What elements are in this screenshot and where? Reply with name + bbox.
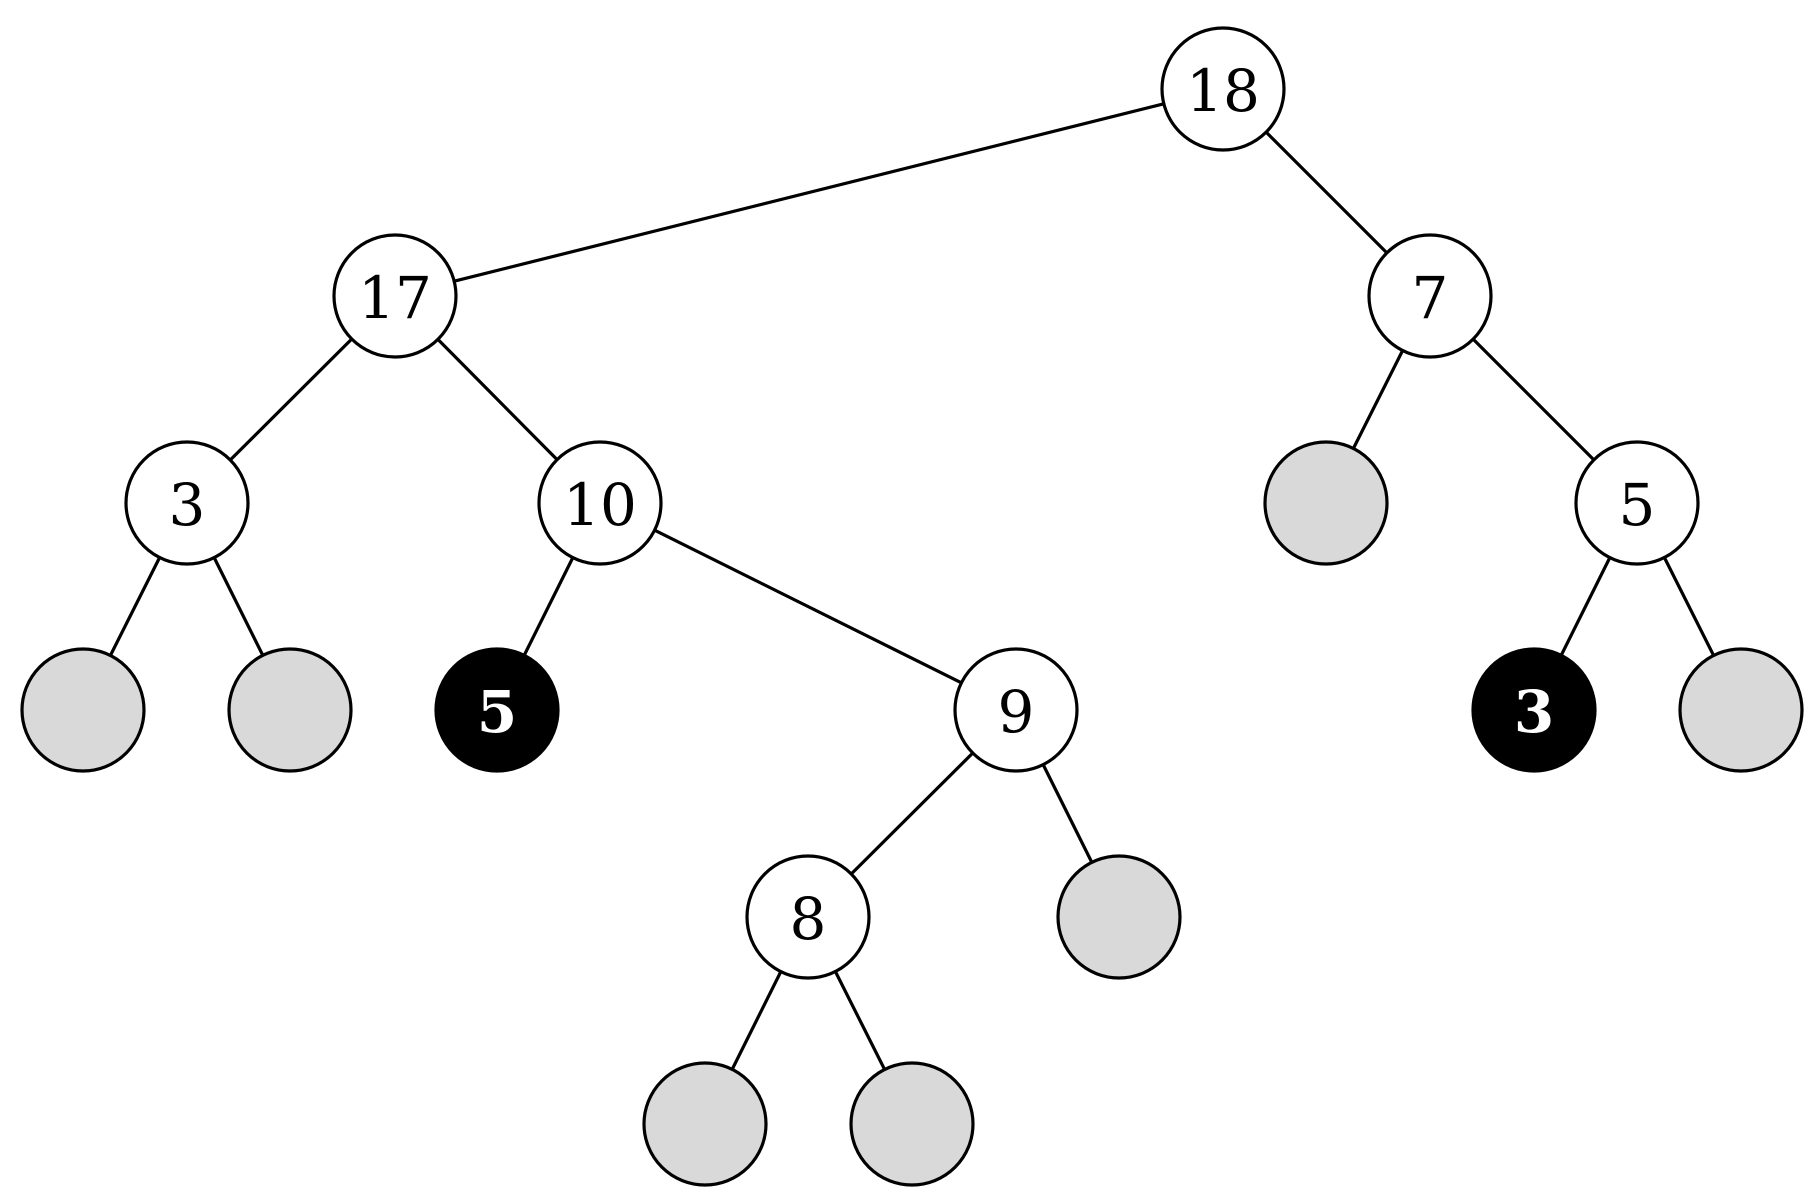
tree-node-n3-left-leaf (20, 647, 146, 773)
tree-node-n8-right-leaf (849, 1061, 975, 1187)
edge-n18-to-n7 (1264, 130, 1389, 255)
edge-n10-to-n5-highlight (522, 556, 575, 657)
tree-nodes: 18 17 7 3 10 5 5 9 3 8 (20, 26, 1804, 1187)
edge-n10-to-n9 (653, 528, 963, 685)
leaf-node-circle (1263, 440, 1389, 566)
edge-n17-to-n3 (228, 337, 354, 462)
tree-node-n9-right-leaf (1056, 854, 1182, 980)
edge-n5-right-to-n3-highlight (1559, 556, 1612, 657)
edge-n5-right-to-n5-right-leaf (1662, 555, 1716, 658)
leaf-node-circle (227, 647, 353, 773)
highlighted-node-circle (1471, 647, 1597, 773)
leaf-node-circle (1678, 647, 1804, 773)
edge-n7-to-n7-left-leaf (1351, 348, 1405, 451)
tree-node-n3: 3 (124, 440, 250, 566)
node-circle (332, 233, 458, 359)
edge-n8-to-n8-right-leaf (833, 969, 887, 1072)
node-label: 9 (998, 678, 1035, 746)
leaf-node-circle (849, 1061, 975, 1187)
tree-node-n8-left-leaf (642, 1061, 768, 1187)
edge-n17-to-n10 (436, 337, 559, 462)
tree-node-n3-highlight: 3 (1471, 647, 1597, 773)
leaf-node-circle (642, 1061, 768, 1187)
node-circle (537, 440, 663, 566)
edge-n3-to-n3-right-leaf (212, 556, 265, 657)
tree-node-n7: 7 (1367, 233, 1493, 359)
tree-node-n5-highlight: 5 (434, 647, 560, 773)
edge-n3-to-n3-left-leaf (108, 555, 162, 658)
tree-node-n8: 8 (745, 854, 871, 980)
edge-n18-to-n17 (452, 102, 1166, 283)
node-label: 8 (790, 885, 827, 953)
node-circle (745, 854, 871, 980)
tree-node-n10: 10 (537, 440, 663, 566)
node-circle (953, 647, 1079, 773)
tree-node-n7-left-leaf (1263, 440, 1389, 566)
tree-node-n18: 18 (1160, 26, 1286, 152)
leaf-node-circle (1056, 854, 1182, 980)
edge-n8-to-n8-left-leaf (730, 970, 783, 1071)
tree-node-n9: 9 (953, 647, 1079, 773)
highlighted-node-circle (434, 647, 560, 773)
node-label: 10 (563, 471, 637, 539)
tree-node-n5-right-leaf (1678, 647, 1804, 773)
leaf-node-circle (20, 647, 146, 773)
node-label: 5 (1619, 471, 1656, 539)
tree-node-n17: 17 (332, 233, 458, 359)
tree-node-n3-right-leaf (227, 647, 353, 773)
node-label: 5 (477, 678, 517, 746)
node-label: 3 (1514, 678, 1554, 746)
node-circle (1574, 440, 1700, 566)
node-label: 3 (169, 471, 206, 539)
tree-edges (108, 102, 1716, 1072)
edge-n7-to-n5-right (1471, 337, 1596, 462)
node-circle (1160, 26, 1286, 152)
edge-n9-to-n9-right-leaf (1041, 763, 1094, 864)
node-label: 17 (358, 264, 432, 332)
edge-n9-to-n8 (849, 751, 975, 876)
node-label: 18 (1186, 57, 1260, 125)
node-circle (1367, 233, 1493, 359)
node-circle (124, 440, 250, 566)
node-label: 7 (1412, 264, 1449, 332)
tree-node-n5-right: 5 (1574, 440, 1700, 566)
